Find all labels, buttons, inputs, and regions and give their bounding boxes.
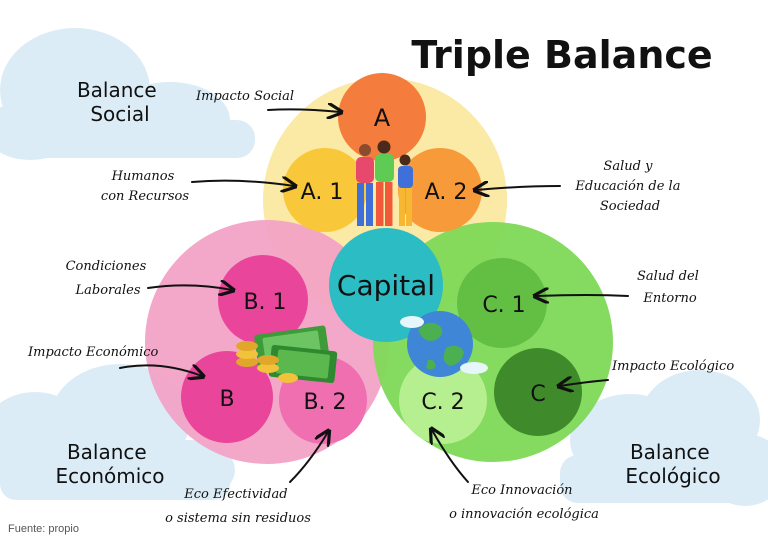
arrows [119, 109, 629, 483]
node-a2-circle [398, 148, 482, 232]
node-b2-label: B. 2 [303, 390, 346, 415]
cloud-bottom-right [560, 370, 768, 506]
arrow-eco-innovacion [432, 430, 469, 483]
annotation-eco-innovacion: Eco Innovación o innovación ecológica [449, 483, 599, 522]
balance-ecologico-label: Balance Ecológico [625, 440, 720, 488]
arrow-salud-educacion [476, 186, 561, 190]
node-a1-circle [283, 148, 367, 232]
arrow-humanos [191, 181, 294, 186]
annotation-salud-entorno: Salud del Entorno [637, 269, 703, 306]
diagram-title: Triple Balance [411, 33, 712, 77]
node-b-label: B [219, 387, 234, 412]
node-a1-label: A. 1 [301, 180, 344, 205]
node-c1-circle [457, 258, 547, 348]
node-c2-label: C. 2 [421, 390, 464, 415]
annotation-condiciones: Condiciones Laborales [66, 259, 151, 298]
node-c-circle [494, 348, 582, 436]
annotation-salud-educacion: Salud y Educación de la Sociedad [574, 159, 684, 214]
source-note: Fuente: propio [8, 523, 79, 535]
arrow-eco-efectividad [289, 432, 328, 483]
annotation-impacto-economico: Impacto Económico [27, 345, 159, 360]
earth-illustration [400, 311, 488, 377]
node-b1-circle [218, 255, 308, 345]
node-a-label: A [374, 104, 391, 132]
arrow-impacto-social [267, 109, 340, 112]
annotation-impacto-social: Impacto Social [195, 89, 294, 104]
node-a-circle [338, 73, 426, 161]
capital-label: Capital [337, 269, 435, 302]
annotation-humanos: Humanos con Recursos [101, 169, 189, 204]
arrow-condiciones [147, 285, 232, 290]
balance-economico-label: Balance Económico [55, 440, 164, 488]
arrow-salud-entorno [536, 295, 629, 296]
node-c1-label: C. 1 [482, 293, 525, 318]
node-b1-label: B. 1 [243, 290, 286, 315]
cloud-top-left [0, 28, 255, 160]
annotation-impacto-ecologico: Impacto Ecológico [611, 359, 734, 374]
node-c2-circle [399, 356, 487, 444]
capital-circle [329, 228, 443, 342]
annotation-eco-efectividad: Eco Efectividad o sistema sin residuos [165, 487, 311, 526]
arrow-impacto-economico [119, 365, 202, 376]
node-a2-label: A. 2 [425, 180, 468, 205]
node-c-label: C [530, 382, 545, 407]
people-illustration [356, 140, 413, 226]
balance-social-label: Balance Social [77, 78, 163, 126]
cloud-bottom-left [0, 364, 235, 500]
money-illustration [236, 325, 338, 384]
arrow-impacto-ecologico [560, 380, 609, 386]
